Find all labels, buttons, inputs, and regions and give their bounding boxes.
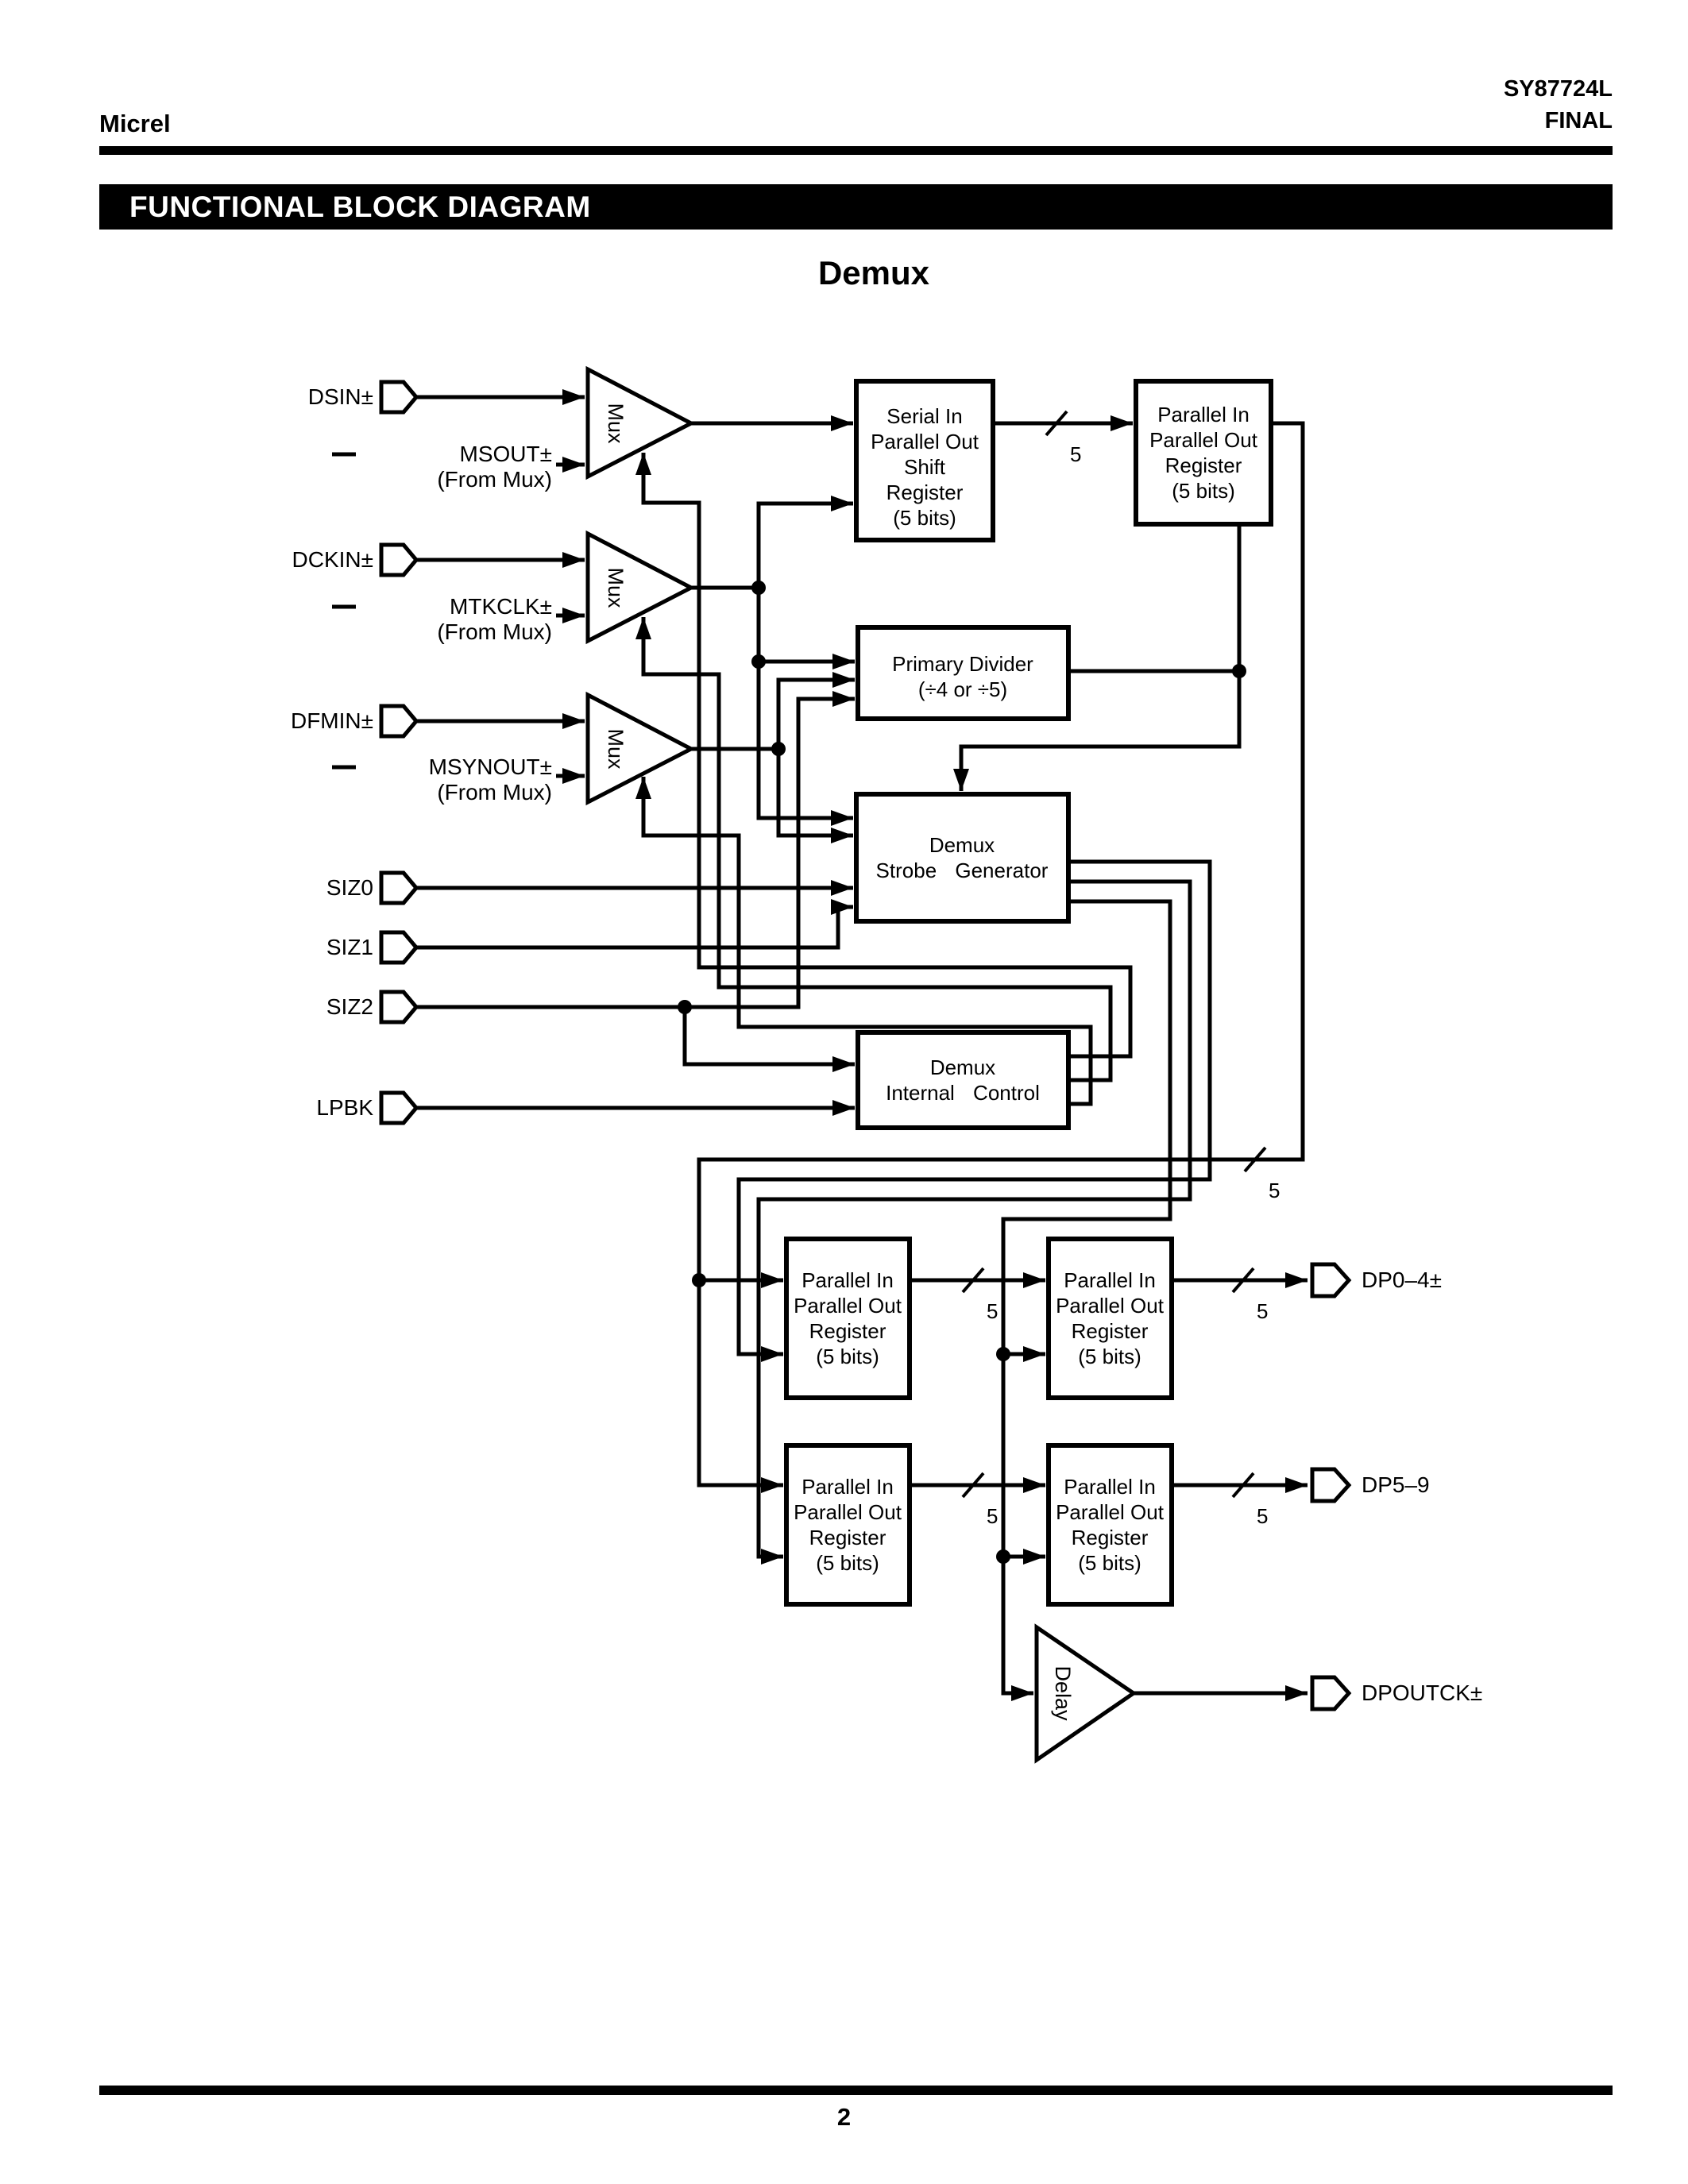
diagram-title: Demux [818,254,930,291]
block-text: Parallel In [1064,1268,1156,1292]
output-label: DPOUTCK± [1362,1680,1482,1705]
block-text: Register [1072,1526,1149,1549]
block-text: Serial In [886,404,962,428]
header-right: SY87724L FINAL [1504,73,1613,137]
bus-width-label: 5 [1070,442,1081,466]
output-pin-icon [1310,1262,1352,1298]
input-label: DSIN± [308,384,373,409]
delay-triangle-icon [1034,1623,1138,1764]
block-text: Strobe Generator [876,859,1049,882]
input-pin-icon [379,380,419,415]
block-text: (5 bits) [816,1345,879,1368]
mux-label: Mux [604,403,628,444]
part-number: SY87724L [1503,76,1613,102]
block-serial-in-parallel-out-shift-register: Serial In Parallel Out Shift Register (5… [854,379,995,542]
block-text: Parallel In [1157,403,1250,426]
input-pin-icon [379,1090,419,1125]
input-pin-icon [379,542,419,577]
block-parallel-register-row1-col1: Parallel In Parallel Out Register (5 bit… [784,1237,912,1400]
bus-width-marks: 5 5 5 5 5 5 [961,410,1280,1528]
block-text: Register [1072,1319,1149,1343]
block-text: Parallel Out [794,1500,902,1524]
brand-logo-text: Micrel [99,110,171,137]
input-pin-icon [379,930,419,965]
mux-triangle-icon [585,365,696,480]
mux-label: Mux [604,567,628,608]
input-sublabel: (From Mux) [437,619,552,644]
block-parallel-register-row2-col1: Parallel In Parallel Out Register (5 bit… [784,1443,912,1607]
block-text: (5 bits) [893,506,956,530]
block-text: Internal Control [886,1081,1040,1105]
input-pin-icon [379,704,419,739]
input-label: DCKIN± [292,547,373,572]
input-ports: DSIN± MSOUT± (From Mux) DCKIN± MTKCLK± (… [291,380,552,1125]
block-text: Shift [904,455,946,479]
block-text: (5 bits) [1078,1345,1141,1368]
block-text: Parallel Out [1149,428,1258,452]
bus-width-label: 5 [987,1299,998,1323]
section-banner: FUNCTIONAL BLOCK DIAGRAM [99,184,1613,230]
block-parallel-register-row2-col2: Parallel In Parallel Out Register (5 bit… [1046,1443,1174,1607]
delay-buffer: Delay [1034,1623,1138,1764]
output-label: DP0–4± [1362,1268,1442,1292]
input-label: SIZ0 [326,875,373,900]
input-pin-icon [379,870,419,905]
block-text: (5 bits) [1078,1551,1141,1575]
doc-status: FINAL [1544,108,1613,133]
block-demux-strobe-generator: Demux Strobe Generator [854,792,1071,924]
block-text: Register [1165,453,1242,477]
block-text: Register [809,1319,886,1343]
bus-width-label: 5 [1269,1179,1280,1202]
input-label: DFMIN± [291,708,373,733]
mux-2: Mux [585,530,696,645]
functional-block-diagram: Demux [291,254,1482,1764]
output-pin-icon [1310,1675,1352,1711]
bus-width-label: 5 [987,1504,998,1528]
block-parallel-register-top: Parallel In Parallel Out Register (5 bit… [1134,379,1273,527]
mux-1: Mux [585,365,696,480]
input-sublabel: (From Mux) [437,467,552,492]
input-sublabel: (From Mux) [437,780,552,805]
input-label: SIZ2 [326,994,373,1019]
input-label: SIZ1 [326,935,373,959]
block-text: Demux [930,1055,995,1079]
block-text: Parallel Out [871,430,979,453]
block-text: Demux [929,833,995,857]
block-text: (5 bits) [816,1551,879,1575]
input-label: MTKCLK± [450,594,552,619]
bus-width-label: 5 [1257,1504,1268,1528]
block-text: Parallel In [1064,1475,1156,1499]
output-pin-icon [1310,1467,1352,1503]
output-label: DP5–9 [1362,1472,1430,1497]
input-label: MSOUT± [460,442,552,466]
block-text: Register [886,480,964,504]
input-pin-icon [379,990,419,1024]
output-ports: DP0–4± DP5–9 DPOUTCK± [1310,1262,1482,1711]
block-text: Parallel In [802,1268,894,1292]
block-parallel-register-row1-col2: Parallel In Parallel Out Register (5 bit… [1046,1237,1174,1400]
mux-triangle-icon [585,691,696,806]
block-primary-divider: Primary Divider (÷4 or ÷5) [856,625,1071,721]
mux-label: Mux [604,728,628,770]
mux-3: Mux [585,691,696,806]
delay-label: Delay [1051,1665,1075,1721]
block-text: Parallel Out [794,1294,902,1318]
block-text: Primary Divider [892,652,1033,676]
junction-dots [678,581,1246,1564]
mux-triangle-icon [585,530,696,645]
block-text: (5 bits) [1172,479,1234,503]
block-demux-internal-control: Demux Internal Control [856,1030,1071,1130]
page-number: 2 [836,2103,852,2131]
input-label: MSYNOUT± [429,754,552,779]
footer-rule [99,2086,1613,2095]
input-label: LPBK [316,1095,373,1120]
block-text: Parallel Out [1056,1294,1165,1318]
block-text: Register [809,1526,886,1549]
bus-width-label: 5 [1257,1299,1268,1323]
block-text: (÷4 or ÷5) [918,677,1007,701]
block-text: Parallel Out [1056,1500,1165,1524]
header-rule [99,146,1613,155]
block-text: Parallel In [802,1475,894,1499]
